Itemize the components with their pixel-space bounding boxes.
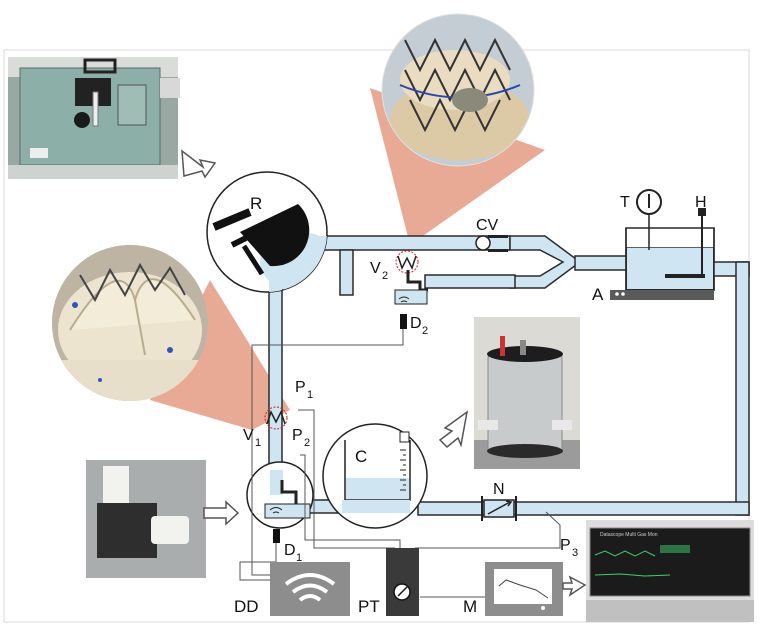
label-D2-sub: 2: [422, 325, 428, 337]
label-P1: P: [295, 379, 306, 396]
compliance-chamber-C: [322, 423, 428, 529]
signal-wires: [239, 329, 561, 598]
agitator-plate: [610, 290, 714, 300]
display-DD: [270, 562, 350, 616]
label-V1-sub: 1: [255, 437, 261, 449]
monitor-M: [485, 562, 563, 616]
label-CV: CV: [476, 217, 499, 234]
label-P1-sub: 1: [307, 389, 313, 401]
arrow-pump-to-reservoir: [181, 149, 217, 179]
tank: [610, 189, 715, 300]
stented-valve-photo: [381, 13, 535, 167]
compliance-chamber-photo: [474, 317, 580, 469]
labels: R CV T H A V 2 D 2 P 1 V 1 P 2 C N D 1 P…: [234, 194, 707, 616]
monitor-photo: Datascope Multi Gas Mon: [586, 520, 754, 622]
tubing-circuit: [268, 227, 750, 516]
label-D1: D: [284, 542, 296, 559]
sensor-block-V1: [246, 461, 314, 543]
label-A: A: [592, 285, 604, 304]
svg-text:Datascope Multi Gas Mon: Datascope Multi Gas Mon: [600, 532, 658, 538]
arrow-monitor-photo: [562, 575, 587, 597]
valve-left-projection: [150, 280, 290, 430]
label-M: M: [463, 597, 477, 616]
pressure-transducer-PT: [386, 548, 419, 616]
needle-valve-N: [481, 496, 517, 521]
label-P2: P: [292, 427, 303, 444]
label-H: H: [695, 194, 707, 211]
label-V1: V: [243, 427, 254, 444]
label-P2-sub: 2: [304, 437, 310, 449]
label-PT: PT: [358, 597, 380, 616]
check-valve-CV: [475, 235, 508, 252]
arrow-chamber-photo: [438, 410, 469, 449]
label-N: N: [493, 481, 505, 498]
valve-V1: [264, 406, 288, 430]
label-D2: D: [410, 315, 422, 332]
pump-photo: [8, 57, 180, 179]
sensor-block-photo: [86, 460, 206, 578]
reservoir-R: [206, 171, 328, 293]
label-P3-sub: 3: [572, 547, 578, 559]
label-D1-sub: 1: [296, 552, 302, 564]
label-R: R: [250, 194, 262, 213]
label-V2: V: [370, 260, 381, 277]
label-P3: P: [560, 537, 571, 554]
valve-V2: [394, 250, 428, 329]
label-DD: DD: [234, 597, 259, 616]
label-T: T: [620, 194, 630, 211]
heater-element: [665, 274, 705, 278]
sensor-D2: [400, 314, 407, 329]
arrow-sensor-photo: [203, 500, 240, 526]
label-V2-sub: 2: [382, 270, 388, 282]
aortic-valve-photo: [52, 245, 208, 401]
label-C: C: [355, 447, 367, 466]
sensor-D1: [273, 529, 280, 543]
